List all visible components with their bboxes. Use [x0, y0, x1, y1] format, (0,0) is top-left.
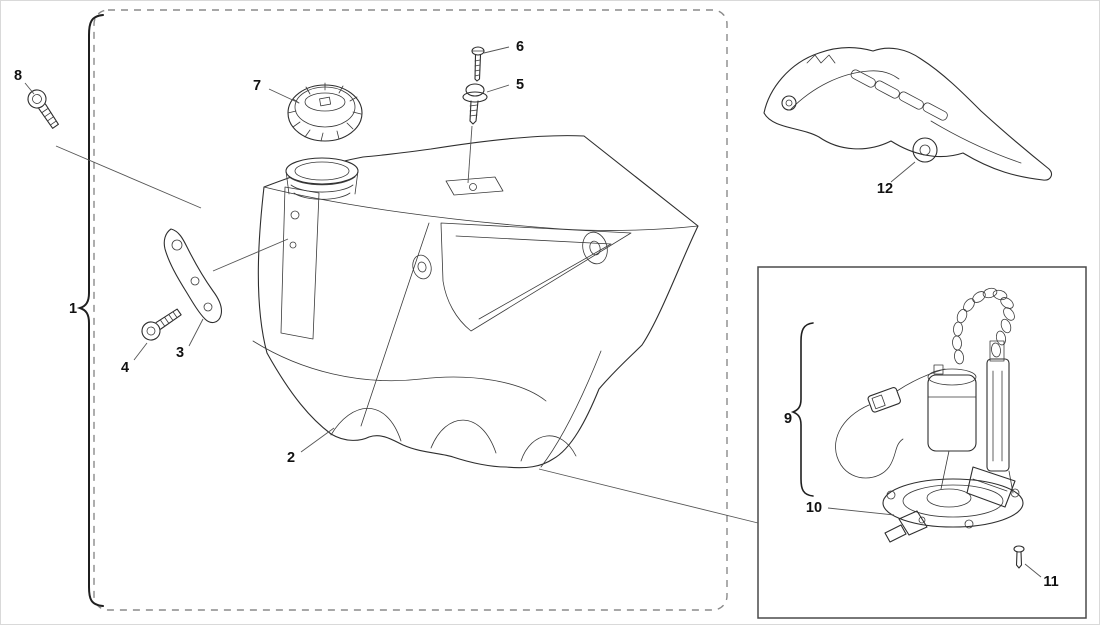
- assembly-brace-part-1: [76, 14, 104, 607]
- part-labels: 1 2 3 4 5 6 7 8 9 10 11 12: [14, 39, 1059, 590]
- corrugated-hose: [952, 287, 1015, 365]
- label-part-9: 9: [784, 411, 792, 427]
- screw-part-6: [471, 46, 485, 82]
- label-part-2: 2: [287, 450, 295, 466]
- label-part-3: 3: [176, 345, 184, 361]
- electrical-connector: [835, 368, 946, 479]
- leader-lines: [24, 46, 1042, 578]
- fuel-pump-assembly: [835, 287, 1025, 569]
- bolt-part-4: [141, 308, 182, 341]
- pump-canister: [927, 364, 977, 452]
- screw-part-11: [1013, 545, 1025, 569]
- shroud-part-12: [763, 46, 1052, 181]
- label-part-1: 1: [69, 301, 77, 317]
- label-part-11: 11: [1043, 574, 1058, 590]
- pump-brace-part-9: [790, 322, 814, 497]
- pump-standpipe: [986, 340, 1010, 472]
- filler-neck: [285, 157, 359, 200]
- label-part-5: 5: [516, 77, 524, 93]
- fuel-tank-drawing: [252, 135, 699, 469]
- main-assembly-dashed-box: [93, 9, 728, 611]
- label-part-12: 12: [877, 181, 893, 197]
- bracket-part-3: [163, 228, 223, 324]
- pump-base-flange: [882, 478, 1024, 529]
- label-part-8: 8: [14, 68, 22, 84]
- float-paddle: [966, 466, 1016, 508]
- label-part-6: 6: [516, 39, 524, 55]
- bolt-part-5: [462, 83, 488, 184]
- label-part-10: 10: [806, 500, 822, 516]
- outlet-spout: [884, 510, 928, 543]
- fuel-cap-part-7: [287, 82, 363, 142]
- fuel-pump-detail-box: [757, 266, 1087, 619]
- bolt-part-8: [27, 89, 59, 129]
- label-part-4: 4: [121, 360, 129, 376]
- label-part-7: 7: [253, 78, 261, 94]
